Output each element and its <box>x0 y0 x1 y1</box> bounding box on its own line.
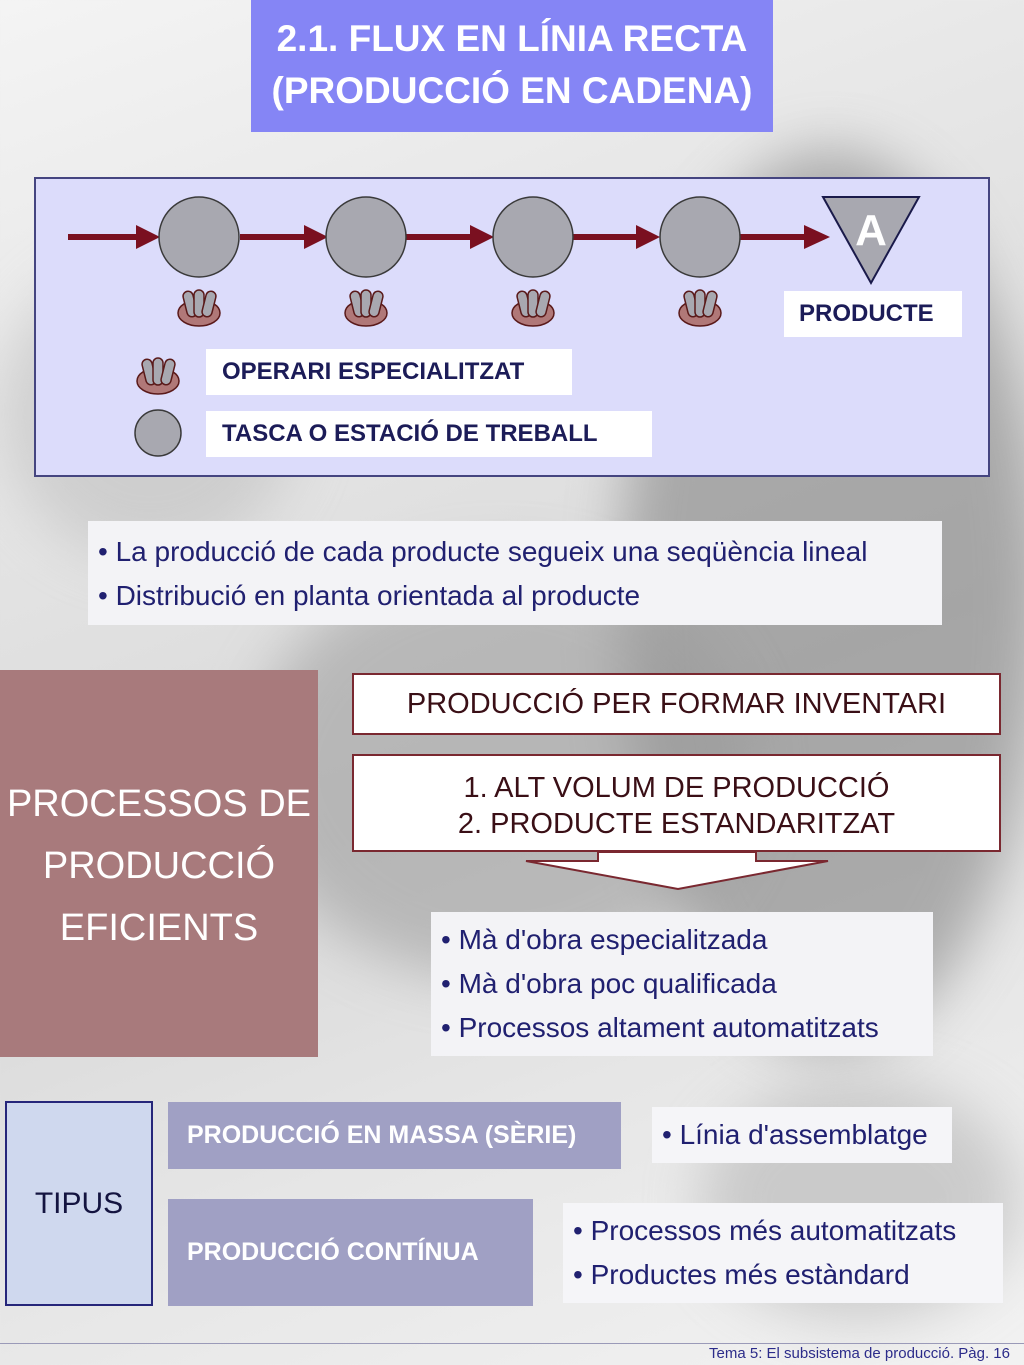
operator-hands-icon <box>511 289 555 327</box>
page-footer: Tema 5: El subsistema de producció. Pàg.… <box>709 1345 1010 1362</box>
mass-production-box: PRODUCCIÓ EN MASSA (SÈRIE) <box>168 1102 621 1169</box>
list-item: • La producció de cada producte segueix … <box>98 536 868 567</box>
inventory-box: PRODUCCIÓ PER FORMAR INVENTARI <box>352 673 1001 735</box>
legend-operator-label: OPERARI ESPECIALITZAT <box>206 349 572 395</box>
continuous-production-box: PRODUCCIÓ CONTÍNUA <box>168 1199 533 1306</box>
arrow-icon <box>68 225 160 249</box>
list-item: • Productes més estàndard <box>573 1259 910 1290</box>
arrow-icon <box>240 225 328 249</box>
requirement-2: 2. PRODUCTE ESTANDARITZAT <box>457 808 896 840</box>
types-label: TIPUS <box>5 1101 153 1306</box>
efficient-line-1: PROCESSOS DE <box>6 783 312 825</box>
labour-list: • Mà d'obra especialitzada • Mà d'obra p… <box>431 912 933 1056</box>
product-triangle-icon <box>821 196 921 286</box>
station-circle-icon <box>325 196 407 278</box>
title-line-1: 2.1. FLUX EN LÍNIA RECTA <box>276 18 748 59</box>
station-circle-icon <box>659 196 741 278</box>
operator-hands-icon <box>177 289 221 327</box>
arrow-icon <box>740 225 830 249</box>
legend-station-icon <box>134 409 182 457</box>
station-circle-icon <box>158 196 240 278</box>
continuous-production-details: • Processos més automatitzats • Producte… <box>563 1203 1003 1303</box>
footer-divider <box>0 1343 1024 1344</box>
arrow-icon <box>572 225 660 249</box>
legend-operator-icon <box>136 357 180 395</box>
brace-arrow-icon <box>525 851 829 891</box>
page-title: 2.1. FLUX EN LÍNIA RECTA (PRODUCCIÓ EN C… <box>251 0 773 132</box>
title-line-2: (PRODUCCIÓ EN CADENA) <box>271 70 753 111</box>
product-label: PRODUCTE <box>784 291 962 337</box>
efficient-line-3: EFICIENTS <box>59 907 259 949</box>
list-item: • Distribució en planta orientada al pro… <box>98 580 641 611</box>
list-item: • Mà d'obra especialitzada <box>441 924 768 955</box>
product-marker: A <box>855 206 887 255</box>
station-circle-icon <box>492 196 574 278</box>
legend-station-label: TASCA O ESTACIÓ DE TREBALL <box>206 411 652 457</box>
flow-diagram-graphic: A <box>68 196 921 457</box>
requirements-box: 1. ALT VOLUM DE PRODUCCIÓ 2. PRODUCTE ES… <box>352 754 1001 852</box>
requirement-1: 1. ALT VOLUM DE PRODUCCIÓ <box>463 772 890 804</box>
list-item: • Mà d'obra poc qualificada <box>441 968 777 999</box>
operator-hands-icon <box>678 289 722 327</box>
efficient-line-2: PRODUCCIÓ <box>42 845 276 887</box>
arrow-icon <box>406 225 494 249</box>
mass-production-detail: • Línia d'assemblatge <box>652 1107 952 1163</box>
list-item: • Processos altament automatitzats <box>441 1012 879 1043</box>
operator-hands-icon <box>344 289 388 327</box>
efficient-processes-box: PROCESSOS DE PRODUCCIÓ EFICIENTS <box>0 670 318 1057</box>
characteristics-list: • La producció de cada producte segueix … <box>88 521 942 625</box>
list-item: • Processos més automatitzats <box>573 1215 957 1246</box>
